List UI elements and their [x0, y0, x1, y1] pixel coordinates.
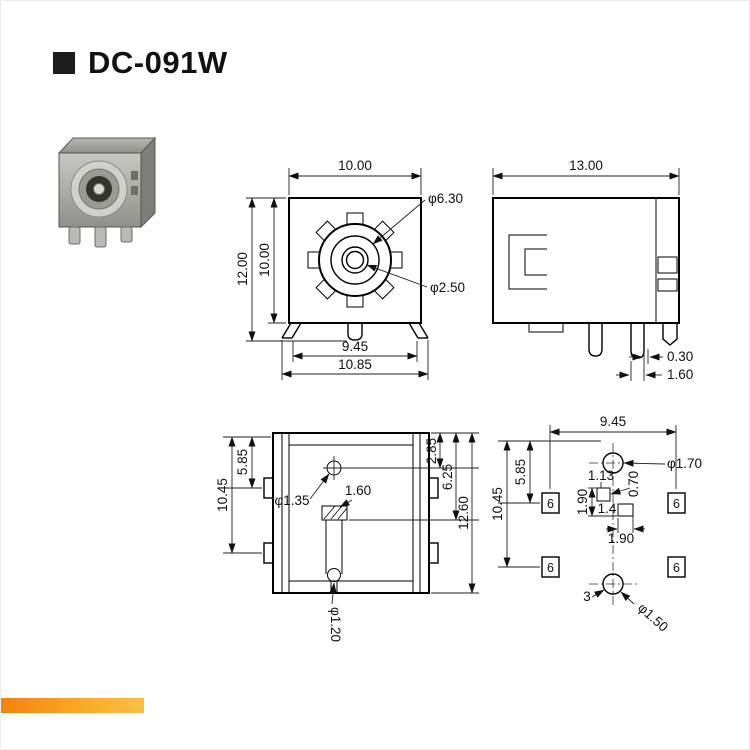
accent-bar [1, 698, 144, 713]
layout-hole-bottom [602, 573, 624, 595]
side-plate-pin [662, 322, 678, 346]
layout-pad-label: 6 [673, 497, 680, 511]
top-dim-right-c: 12.60 [456, 496, 471, 530]
photo-slot-detail [131, 171, 138, 180]
layout-dim-1-13: 1.13 [588, 468, 614, 483]
top-dia-hole: φ1.35 [274, 473, 330, 508]
layout-pad [667, 492, 686, 514]
layout-dim-1-90-b: 1.90 [608, 531, 634, 546]
side-dim-pin-thickness: 0.30 [629, 349, 693, 381]
top-dim-lower-left: 10.45 [215, 478, 230, 512]
front-dim-overall-height: 12.00 [235, 252, 250, 286]
layout-pad-label: 6 [547, 561, 554, 575]
layout-dim-lower-left: 10.45 [490, 487, 505, 521]
side-body-outline [492, 197, 680, 324]
layout-pin3-label: 3 [583, 589, 591, 604]
front-dim-top: 10.00 [288, 158, 422, 195]
photo-side-face [140, 136, 156, 229]
layout-dia-top-hole-label: φ1.70 [667, 456, 702, 471]
layout-slot-a [596, 487, 611, 502]
top-dim-slot: 1.60 [339, 483, 371, 508]
pin-inner-circle [345, 250, 365, 270]
layout-dia-top-hole: φ1.70 [623, 456, 702, 471]
pin-outer-circle [341, 246, 369, 274]
top-dim-left: 5.85 10.45 [215, 436, 271, 554]
front-dim-overall-width: 10.85 [338, 357, 372, 372]
side-view: 13.00 0.30 1.60 [492, 158, 693, 382]
layout-dim-width: 9.45 [600, 414, 626, 429]
side-dim-top: 13.00 [492, 158, 680, 195]
layout-dim-upper-left: 5.85 [513, 459, 528, 485]
layout-dims-middle: 1.13 0.70 1.90 1.4 1.90 [575, 468, 645, 546]
front-dim-inner-width: 9.45 [342, 339, 368, 354]
front-bottom-pin [347, 322, 363, 341]
layout-pad-label: 6 [673, 561, 680, 575]
layout-pad [541, 492, 560, 514]
front-dia-flange-label: φ6.30 [428, 191, 463, 206]
front-dim-left-inner: 10.00 [257, 197, 286, 324]
top-dia-hole-label: φ1.35 [274, 493, 309, 508]
top-dim-right: 2.85 6.25 12.60 [342, 432, 479, 594]
layout-dim-left: 5.85 10.45 [490, 440, 601, 568]
product-photo [57, 136, 157, 248]
photo-center-pin [93, 183, 105, 195]
side-flat-tab [528, 322, 564, 333]
top-body-outline [272, 432, 430, 594]
layout-dim-1-4: 1.4 [598, 501, 617, 516]
layout-dim-0-70: 0.70 [626, 471, 641, 497]
top-view: 5.85 10.45 φ1.35 1.60 2.85 6.25 [215, 432, 479, 642]
barrel-circle [330, 235, 380, 285]
side-dim-width: 13.00 [569, 158, 603, 173]
top-dim-slot-label: 1.60 [345, 483, 371, 498]
photo-top-face [57, 137, 157, 154]
layout-dia-bottom-hole: φ1.50 [620, 591, 671, 635]
front-legs [281, 322, 429, 339]
layout-slot-b [617, 503, 634, 517]
layout-dim-1-90-a: 1.90 [575, 489, 590, 515]
layout-dia-bottom-hole-label: φ1.50 [635, 600, 671, 635]
front-dia-flange: φ6.30 [372, 191, 463, 245]
photo-slot-detail [131, 186, 138, 195]
photo-pin [94, 226, 107, 248]
page-title: DC-091W [88, 45, 228, 80]
front-dia-pin: φ2.50 [366, 264, 465, 295]
side-dim-pin-width-label: 1.60 [667, 367, 693, 382]
side-clip-detail [508, 234, 547, 290]
side-dim-pin-thickness-label: 0.30 [667, 349, 693, 364]
top-dia-center-pin: φ1.20 [328, 582, 343, 642]
photo-pin [68, 226, 81, 245]
layout-pad [541, 556, 560, 578]
header: DC-091W [53, 45, 228, 81]
top-dim-right-b: 6.25 [440, 464, 455, 490]
side-dim-pin-width: 1.60 [616, 361, 693, 382]
brand-square-icon [53, 52, 75, 74]
front-view: 10.00 12.00 10.00 φ6.30 φ2.50 [235, 158, 465, 380]
layout-view: 6 6 6 6 9.45 5.85 10.45 1.13 [490, 414, 702, 635]
front-dim-bottom-outer: 10.85 [281, 340, 429, 380]
side-pin-2 [630, 322, 645, 359]
top-dim-upper-left: 5.85 [235, 449, 250, 475]
front-dia-pin-label: φ2.50 [430, 280, 465, 295]
photo-pin [120, 226, 133, 243]
front-dim-body-height: 10.00 [257, 243, 272, 277]
layout-hole-top [602, 452, 624, 474]
top-dim-right-a: 2.85 [424, 438, 439, 464]
layout-pin3: 3 [583, 589, 605, 604]
front-dim-bottom-inner: 9.45 [292, 339, 418, 362]
front-dim-width: 10.00 [338, 158, 372, 173]
side-pin-1 [588, 322, 603, 357]
layout-pad-label: 6 [547, 497, 554, 511]
flange-circle [318, 223, 392, 297]
layout-dim-top: 9.45 [549, 414, 677, 489]
top-center-pin-tip [327, 568, 341, 582]
top-dia-center-pin-label: φ1.20 [328, 607, 343, 642]
layout-pad [667, 556, 686, 578]
front-dim-left-outer: 12.00 [235, 197, 347, 342]
